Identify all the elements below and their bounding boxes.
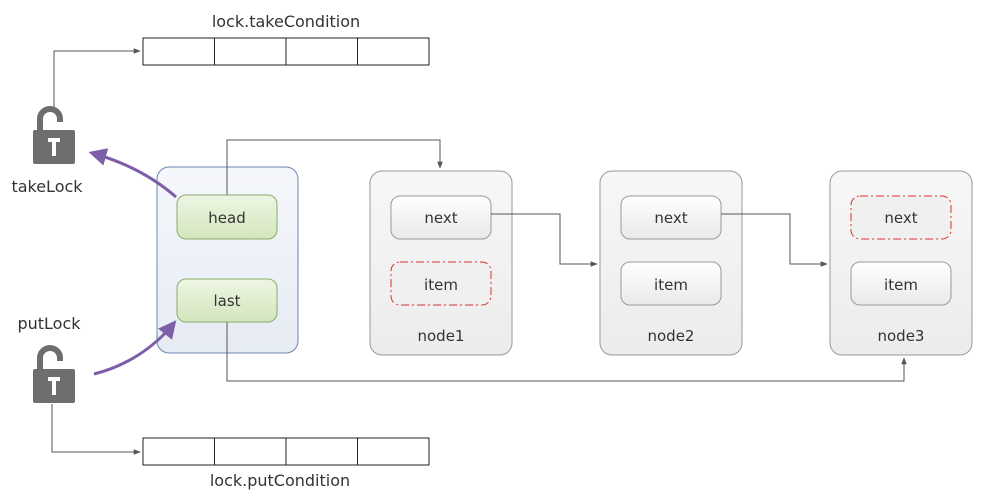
linked-node: next item node2 bbox=[599, 170, 743, 356]
take-lock-to-queue-connector bbox=[53, 48, 141, 108]
node1-next-to-node2-connector bbox=[491, 213, 598, 267]
head-to-node1-connector bbox=[226, 139, 443, 195]
linked-node: next item node1 bbox=[369, 170, 513, 356]
node-item-field: item bbox=[390, 261, 492, 306]
last-pointer: last bbox=[176, 278, 278, 323]
put-condition-queue bbox=[142, 437, 430, 466]
linked-node: next item node3 bbox=[829, 170, 973, 356]
head-to-take-lock-arrow bbox=[88, 148, 177, 199]
last-to-node3-connector bbox=[226, 322, 907, 382]
node-next-label: next bbox=[424, 209, 457, 227]
padlock-open-icon bbox=[33, 106, 75, 164]
node-item-label: item bbox=[654, 276, 688, 294]
put-lock-to-queue-connector bbox=[51, 404, 141, 455]
take-lock-label: takeLock bbox=[11, 177, 83, 196]
node-item-label: item bbox=[424, 276, 458, 294]
take-condition-queue bbox=[142, 37, 430, 66]
padlock-open-icon bbox=[33, 345, 75, 403]
last-pointer-label: last bbox=[213, 292, 240, 310]
node-item-field: item bbox=[620, 261, 722, 306]
node2-next-to-node3-connector bbox=[721, 213, 828, 267]
node-name-label: node2 bbox=[648, 327, 695, 345]
node-name-label: node3 bbox=[878, 327, 925, 345]
put-lock-label: putLock bbox=[17, 314, 81, 333]
node-next-field: next bbox=[850, 195, 952, 240]
node-next-label: next bbox=[884, 209, 917, 227]
node-name-label: node1 bbox=[418, 327, 465, 345]
node-item-field: item bbox=[850, 261, 952, 306]
node-item-label: item bbox=[884, 276, 918, 294]
node-next-label: next bbox=[654, 209, 687, 227]
head-pointer: head bbox=[176, 194, 278, 240]
take-condition-label: lock.takeCondition bbox=[212, 12, 360, 31]
node-next-field: next bbox=[390, 195, 492, 240]
put-condition-label: lock.putCondition bbox=[210, 471, 350, 490]
node-next-field: next bbox=[620, 195, 722, 240]
put-lock-to-last-arrow bbox=[93, 320, 177, 376]
head-pointer-label: head bbox=[208, 209, 245, 227]
